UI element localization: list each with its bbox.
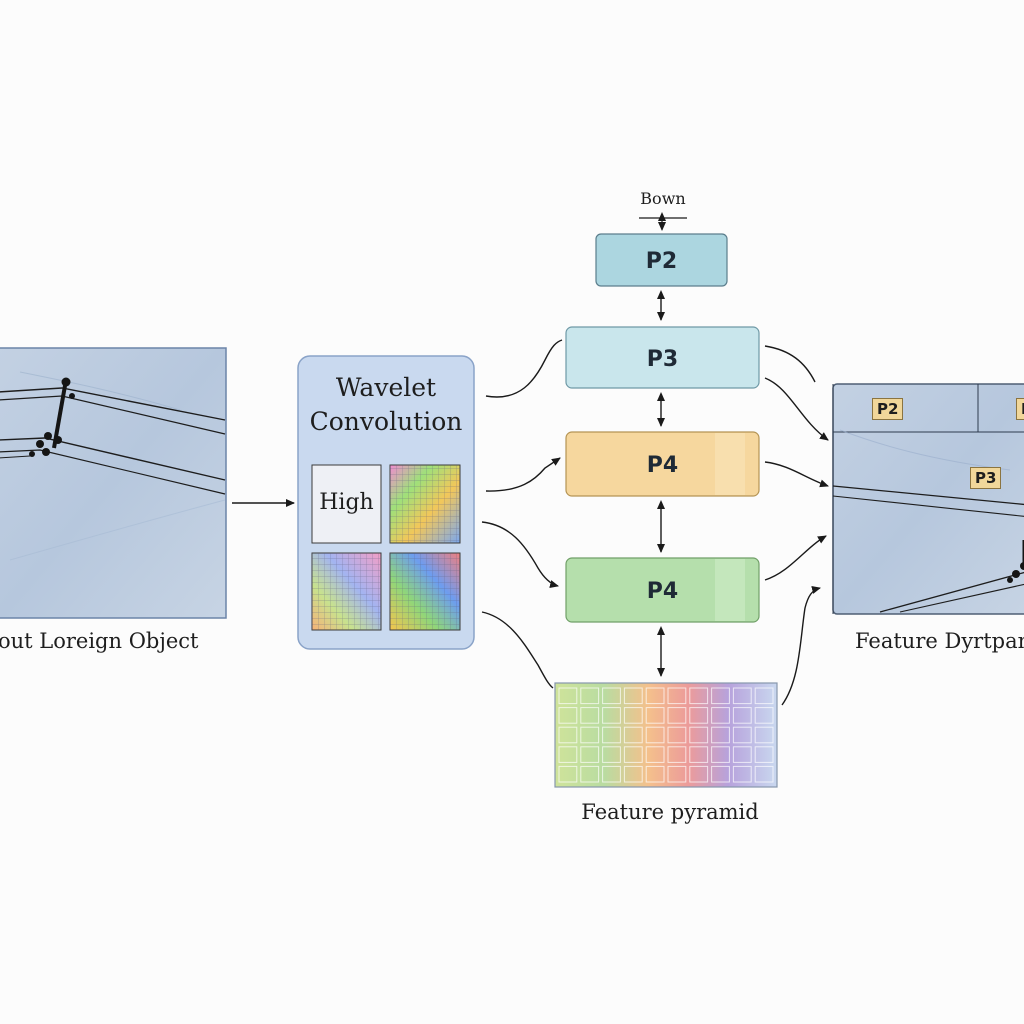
input-image [0, 347, 227, 619]
output-tag-partial: P [1016, 398, 1024, 420]
pyramid-cell [645, 726, 665, 744]
pyramid-cell [732, 726, 752, 744]
pyramid-cell [711, 726, 730, 744]
pyramid-cell [689, 746, 709, 763]
output-caption: Feature Dyrtpan [855, 629, 1024, 653]
pyramid-cell [732, 707, 752, 724]
pyramid-cell [732, 765, 752, 783]
level-p2-label: P2 [646, 249, 677, 274]
pyramid-cell [558, 707, 578, 724]
level-p4-upper: P4 [565, 431, 760, 497]
pyramid-cell [602, 726, 621, 744]
output-connectors [764, 345, 829, 706]
pyramid-cell [754, 726, 774, 744]
pyramid-cell [580, 687, 600, 705]
pyramid-cell [580, 746, 600, 763]
wavelet-title-line2: Convolution [309, 407, 463, 436]
output-tag-p3: P3 [970, 467, 1002, 489]
level-p4-lower-label: P4 [647, 579, 678, 604]
pyramid-cell [732, 687, 752, 705]
pyramid-cell [711, 687, 730, 705]
pyramid-cell [602, 765, 621, 783]
pyramid-cell [602, 687, 621, 705]
pyramid-cell [754, 746, 774, 763]
pyramid-cell [667, 707, 687, 724]
insulator-icon [29, 377, 75, 457]
pyramid-cell [645, 746, 665, 763]
pyramid-cell [602, 707, 621, 724]
pyramid-cell [623, 746, 643, 763]
level-p2: P2 [595, 233, 728, 287]
top-tick [639, 212, 687, 231]
output-insulator-icon [1007, 540, 1024, 583]
pyramid-cell [623, 726, 643, 744]
top-label: Bown [640, 189, 686, 208]
pyramid-cell [754, 687, 774, 705]
pyramid-cell [667, 746, 687, 763]
pyramid-cell [623, 765, 643, 783]
wavelet-title-line1: Wavelet [335, 373, 437, 402]
feature-pyramid-grid [554, 682, 778, 788]
pyramid-cell [689, 726, 709, 744]
level-p3-label: P3 [647, 347, 678, 372]
level-p4-upper-label: P4 [647, 453, 678, 478]
pyramid-cell [558, 746, 578, 763]
input-caption: out Loreign Object [0, 629, 199, 653]
pyramid-cell [558, 726, 578, 744]
pyramid-cell [580, 765, 600, 783]
pyramid-cell [558, 765, 578, 783]
level-p3: P3 [565, 326, 760, 389]
pyramid-cell [667, 687, 687, 705]
output-image [832, 383, 1024, 615]
pyramid-cell [732, 746, 752, 763]
pyramid-cell [689, 765, 709, 783]
output-power-lines [832, 485, 1024, 613]
pyramid-cell [623, 687, 643, 705]
pyramid-cell [645, 687, 665, 705]
pyramid-cell [580, 707, 600, 724]
pyramid-caption: Feature pyramid [581, 800, 759, 824]
pyramid-cell [667, 726, 687, 744]
pyramid-cell [645, 765, 665, 783]
pyramid-cell [711, 765, 730, 783]
pyramid-cell [558, 687, 578, 705]
wavelet-connectors [481, 339, 563, 689]
pyramid-cell [711, 746, 730, 763]
pyramid-cell [667, 765, 687, 783]
output-tag-p2: P2 [872, 398, 904, 420]
pyramid-cell [645, 707, 665, 724]
pyramid-cell [711, 707, 730, 724]
pyramid-cell [689, 707, 709, 724]
pyramid-cell [689, 687, 709, 705]
pyramid-cell [580, 726, 600, 744]
pyramid-cell [623, 707, 643, 724]
high-band-label: High [319, 490, 374, 515]
pyramid-cell [754, 707, 774, 724]
pyramid-cell [602, 746, 621, 763]
level-p4-lower: P4 [565, 557, 760, 623]
wavelet-block [297, 355, 475, 650]
high-band-tile [311, 464, 382, 544]
pyramid-cell [754, 765, 774, 783]
